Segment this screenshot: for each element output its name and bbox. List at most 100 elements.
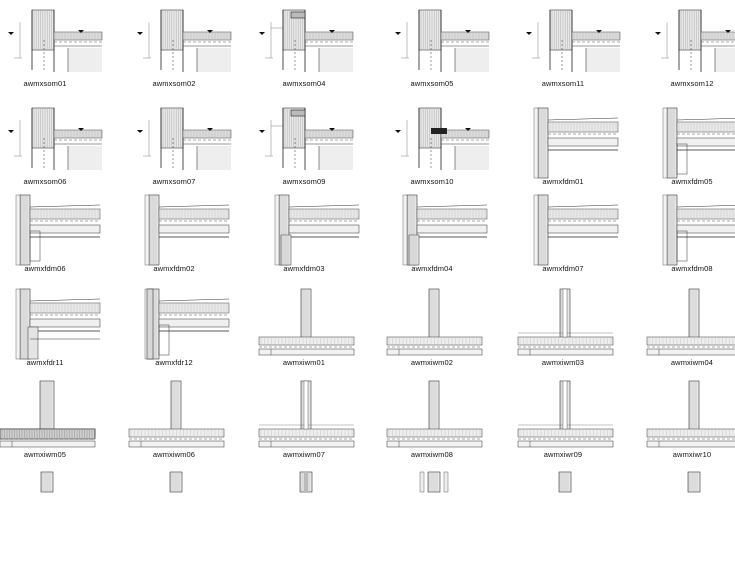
thumbnail-label: awmxfdm04 <box>411 264 453 273</box>
detail-drawing-image <box>137 9 232 72</box>
thumbnail-item[interactable]: awmxfdr12 <box>119 288 230 385</box>
thumbnail-label: awmxsom12 <box>670 79 714 88</box>
thumbnail-item[interactable] <box>377 471 487 568</box>
thumbnail-label: awmxiwm05 <box>23 450 67 459</box>
thumbnail-label: awmxsom10 <box>410 177 454 186</box>
detail-drawing-image <box>169 471 183 493</box>
thumbnail-label: awmxsom07 <box>152 177 196 186</box>
thumbnail-item[interactable]: awmxiwm04 <box>637 288 735 385</box>
thumbnail-item[interactable]: awmxiwm06 <box>119 380 229 477</box>
thumbnail-item[interactable]: awmxfdm05 <box>637 107 735 204</box>
thumbnail-item[interactable]: awmxsom06 <box>0 107 103 204</box>
thumbnail-item[interactable]: awmxiwm01 <box>249 288 359 385</box>
thumbnail-item[interactable]: awmxiwr10 <box>637 380 735 477</box>
detail-drawing-image <box>386 288 483 356</box>
detail-drawing-image <box>258 380 355 448</box>
thumbnail-item[interactable]: awmxfdm02 <box>119 194 230 291</box>
thumbnail-item[interactable]: awmxfdm01 <box>508 107 619 204</box>
thumbnail-label: awmxsom09 <box>282 177 326 186</box>
thumbnail-item[interactable] <box>0 471 100 568</box>
thumbnail-label: awmxfdm08 <box>671 264 713 273</box>
detail-drawing-image <box>128 380 225 448</box>
thumbnail-label: awmxsom11 <box>541 79 585 88</box>
thumbnail-item[interactable]: awmxsom01 <box>0 9 103 106</box>
thumbnail-label: awmxiwm08 <box>410 450 454 459</box>
thumbnail-label: awmxsom06 <box>23 177 67 186</box>
thumbnail-item[interactable]: awmxiwm07 <box>249 380 359 477</box>
thumbnail-label: awmxsom01 <box>23 79 67 88</box>
thumbnail-item[interactable]: awmxfdm07 <box>508 194 619 291</box>
thumbnail-item[interactable]: awmxsom07 <box>119 107 232 204</box>
thumbnail-item[interactable]: awmxiwm02 <box>377 288 487 385</box>
detail-drawing-image <box>687 471 701 493</box>
thumbnail-item[interactable]: awmxiwr09 <box>508 380 618 477</box>
detail-drawing-image <box>419 471 449 493</box>
detail-drawing-image <box>15 288 101 360</box>
detail-drawing-image <box>259 107 354 170</box>
thumbnail-item[interactable]: awmxfdm03 <box>249 194 360 291</box>
thumbnail-label: awmxiwm03 <box>541 358 585 367</box>
thumbnail-item[interactable]: awmxiwm03 <box>508 288 618 385</box>
detail-drawing-image <box>259 9 354 72</box>
detail-drawing-image <box>0 380 96 448</box>
thumbnail-label: awmxiwm01 <box>282 358 326 367</box>
thumbnail-item[interactable] <box>637 471 735 568</box>
thumbnail-item[interactable]: awmxsom12 <box>637 9 735 106</box>
detail-drawing-image <box>517 288 614 356</box>
thumbnail-item[interactable]: awmxfdr11 <box>0 288 101 385</box>
thumbnail-item[interactable]: awmxsom04 <box>249 9 359 106</box>
detail-drawing-image <box>8 107 103 170</box>
thumbnail-label: awmxfdr11 <box>26 358 64 367</box>
thumbnail-grid: awmxsom01 awmxsom02 awmxsom04 awmxsom05 awmx… <box>0 9 735 493</box>
thumbnail-item[interactable] <box>508 471 618 568</box>
detail-drawing-image <box>144 194 230 266</box>
detail-drawing-image <box>299 471 313 493</box>
detail-drawing-image <box>646 288 735 356</box>
thumbnail-label: awmxsom05 <box>410 79 454 88</box>
thumbnail-label: awmxiwm04 <box>670 358 714 367</box>
detail-drawing-image <box>395 107 490 170</box>
detail-drawing-image <box>526 9 621 72</box>
thumbnail-label: awmxiwm06 <box>152 450 196 459</box>
thumbnail-item[interactable]: awmxsom05 <box>377 9 490 106</box>
thumbnail-label: awmxiwr10 <box>672 450 712 459</box>
thumbnail-label: awmxiwm07 <box>282 450 326 459</box>
detail-drawing-image <box>258 288 355 356</box>
thumbnail-item[interactable]: awmxsom10 <box>377 107 490 204</box>
thumbnail-item[interactable]: awmxsom02 <box>119 9 232 106</box>
thumbnail-label: awmxfdr12 <box>155 358 193 367</box>
detail-drawing-image <box>662 194 735 266</box>
thumbnail-label: awmxsom04 <box>282 79 326 88</box>
thumbnail-label: awmxiwm02 <box>410 358 454 367</box>
detail-drawing-image <box>402 194 488 266</box>
thumbnail-label: awmxfdm01 <box>542 177 584 186</box>
thumbnail-label: awmxfdm02 <box>153 264 195 273</box>
thumbnail-item[interactable]: awmxsom11 <box>508 9 621 106</box>
detail-drawing-image <box>137 107 232 170</box>
detail-drawing-image <box>646 380 735 448</box>
thumbnail-label: awmxiwr09 <box>543 450 583 459</box>
thumbnail-item[interactable] <box>119 471 229 568</box>
thumbnail-label: awmxfdm06 <box>24 264 66 273</box>
detail-drawing-image <box>517 380 614 448</box>
thumbnail-item[interactable] <box>249 471 359 568</box>
detail-drawing-image <box>533 107 619 179</box>
thumbnail-label: awmxfdm03 <box>283 264 325 273</box>
thumbnail-label: awmxfdm05 <box>671 177 713 186</box>
detail-drawing-image <box>655 9 735 72</box>
thumbnail-item[interactable]: awmxiwm05 <box>0 380 100 477</box>
detail-drawing-image <box>144 288 230 360</box>
detail-drawing-image <box>533 194 619 266</box>
thumbnail-item[interactable]: awmxfdm04 <box>377 194 488 291</box>
detail-drawing-image <box>662 107 735 179</box>
detail-drawing-image <box>395 9 490 72</box>
detail-drawing-image <box>558 471 572 493</box>
thumbnail-label: awmxsom02 <box>152 79 196 88</box>
detail-drawing-image <box>40 471 54 493</box>
detail-drawing-image <box>386 380 483 448</box>
thumbnail-item[interactable]: awmxiwm08 <box>377 380 487 477</box>
thumbnail-label: awmxfdm07 <box>542 264 584 273</box>
thumbnail-item[interactable]: awmxfdm08 <box>637 194 735 291</box>
thumbnail-item[interactable]: awmxsom09 <box>249 107 359 204</box>
thumbnail-item[interactable]: awmxfdm06 <box>0 194 101 291</box>
